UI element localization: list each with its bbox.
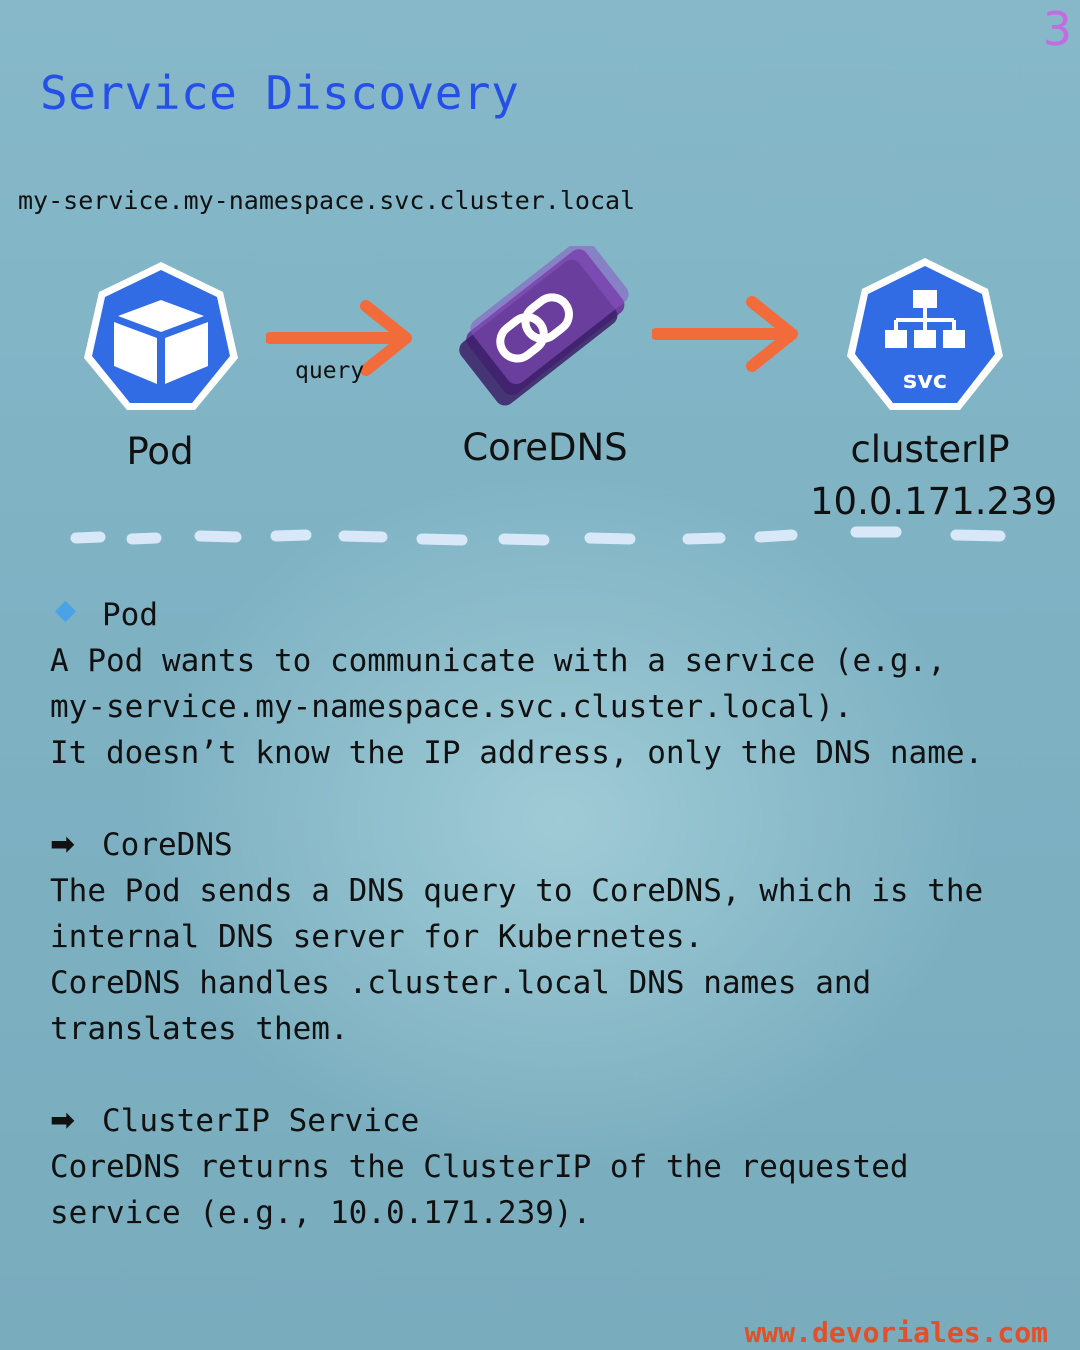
arrow-right-icon: ➡ xyxy=(50,1103,76,1138)
svc-label-line1: clusterIP xyxy=(850,428,1010,471)
service-icon: svc xyxy=(847,258,1003,410)
section-line: The Pod sends a DNS query to CoreDNS, wh… xyxy=(50,873,984,909)
section-clusterip: ➡ ClusterIP Service CoreDNS returns the … xyxy=(50,1098,1070,1236)
section-heading-text: CoreDNS xyxy=(102,827,233,863)
pod-label: Pod xyxy=(126,430,194,473)
bullet xyxy=(50,592,102,638)
section-line: CoreDNS handles .cluster.local DNS names… xyxy=(50,965,872,1001)
section-heading: ➡ ClusterIP Service xyxy=(50,1098,1070,1144)
section-line: It doesn’t know the IP address, only the… xyxy=(50,735,984,771)
svc-label-line2: 10.0.171.239 xyxy=(810,480,1058,523)
page-title: Service Discovery xyxy=(40,66,520,120)
section-heading: Pod xyxy=(50,592,1070,638)
section-line: CoreDNS returns the ClusterIP of the req… xyxy=(50,1149,909,1185)
dashed-divider xyxy=(70,526,1006,546)
page-number: 3 xyxy=(1042,2,1072,56)
section-line: my-service.my-namespace.svc.cluster.loca… xyxy=(50,689,853,725)
section-line: A Pod wants to communicate with a servic… xyxy=(50,643,946,679)
query-label: query xyxy=(295,358,365,384)
diamond-icon xyxy=(54,600,77,623)
section-heading-text: Pod xyxy=(102,597,158,633)
arrow-right-icon: ➡ xyxy=(50,827,76,862)
arrow-right-icon xyxy=(652,296,798,372)
section-heading-text: ClusterIP Service xyxy=(102,1103,420,1139)
coredns-logo-icon xyxy=(459,246,629,406)
section-line: internal DNS server for Kubernetes. xyxy=(50,919,704,955)
section-line: service (e.g., 10.0.171.239). xyxy=(50,1195,592,1231)
svc-badge: svc xyxy=(903,366,947,394)
arrow-right-icon xyxy=(266,300,412,376)
section-coredns: ➡ CoreDNS The Pod sends a DNS query to C… xyxy=(50,822,1070,1052)
svc-label: clusterIP 10.0.171.239 xyxy=(810,424,1058,528)
section-line: translates them. xyxy=(50,1011,349,1047)
coredns-label: CoreDNS xyxy=(462,426,628,469)
pod-icon xyxy=(84,262,238,410)
section-heading: ➡ CoreDNS xyxy=(50,822,1070,868)
footer-website-link[interactable]: www.devoriales.com xyxy=(744,1316,1048,1349)
dns-name: my-service.my-namespace.svc.cluster.loca… xyxy=(18,186,636,215)
content-sections: Pod A Pod wants to communicate with a se… xyxy=(50,592,1070,1236)
section-pod: Pod A Pod wants to communicate with a se… xyxy=(50,592,1070,776)
